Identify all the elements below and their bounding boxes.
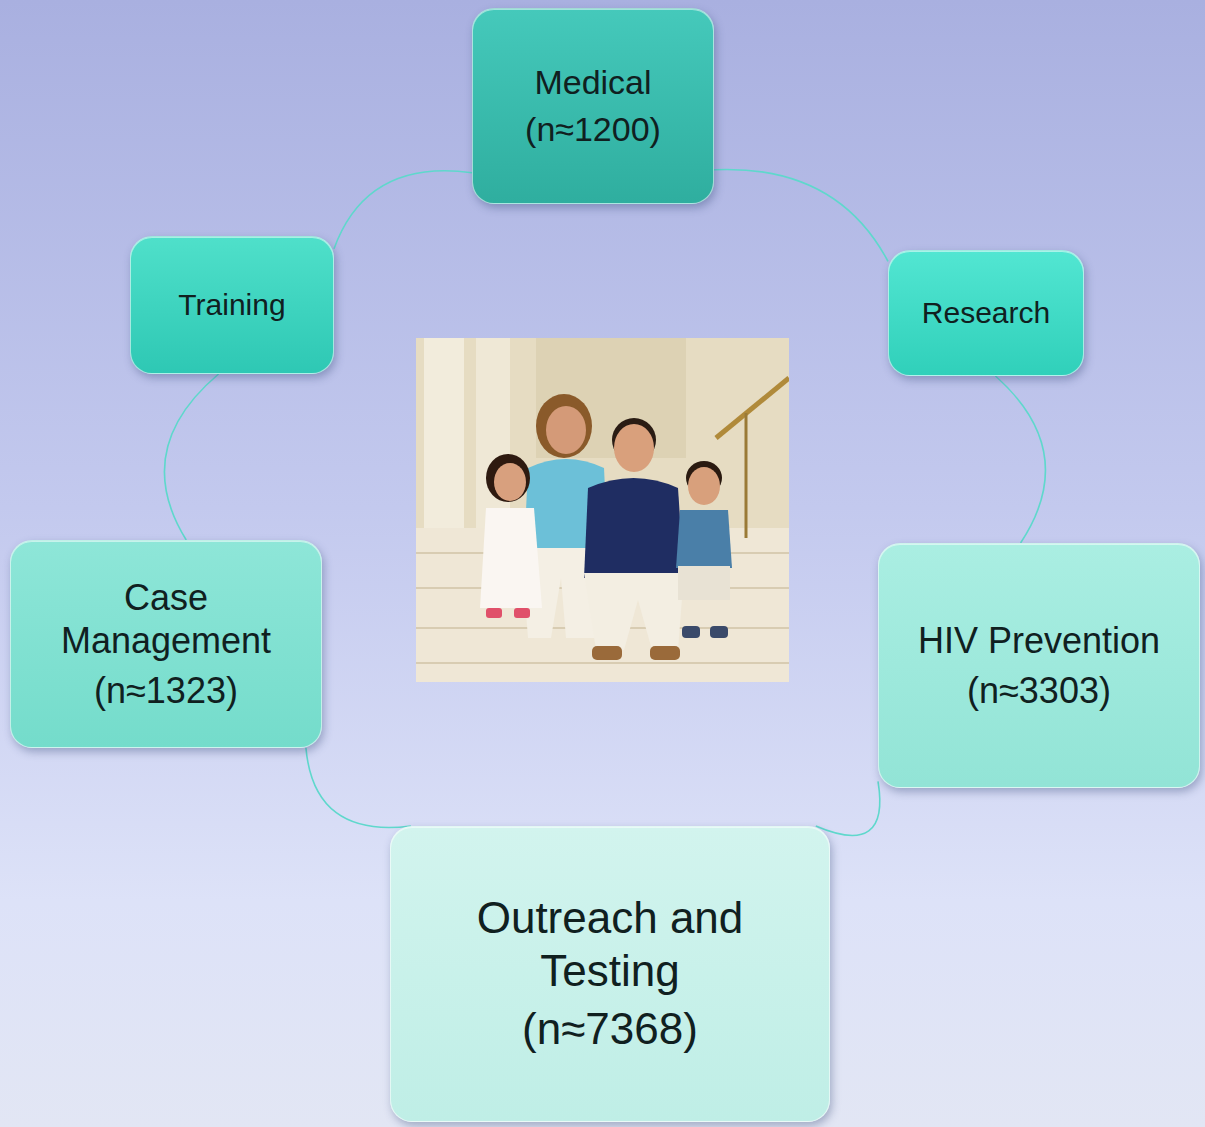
man-shoe (592, 646, 622, 660)
boy-head (688, 467, 720, 505)
cycle-connector (164, 374, 218, 540)
man-shoe (650, 646, 680, 660)
woman-hair (536, 394, 592, 458)
cycle-connector (995, 376, 1045, 543)
girl-shoe (514, 608, 530, 618)
cycle-connector (306, 748, 411, 828)
service-name: Medical (534, 62, 651, 103)
service-name: Outreach and Testing (407, 892, 813, 998)
cycle-connector (816, 781, 880, 835)
client-count: (n≈3303) (967, 669, 1111, 712)
client-count: (n≈7368) (522, 1003, 698, 1056)
cycle-connector (334, 171, 472, 249)
service-box: Research (888, 250, 1084, 376)
photo-column (424, 338, 464, 538)
boy-shirt (676, 510, 732, 568)
girl-hair (486, 454, 530, 502)
family-photo (416, 338, 789, 682)
girl-dress (480, 508, 542, 608)
service-box: Medical (n≈1200) (472, 8, 714, 204)
service-box: Training (130, 236, 334, 374)
man-sweater (584, 478, 684, 578)
girl-head (494, 463, 526, 501)
service-name: HIV Prevention (918, 619, 1160, 662)
man-head (614, 424, 654, 472)
boy-shorts (678, 566, 730, 600)
boy-shoe (682, 626, 700, 638)
client-count: (n≈1200) (525, 109, 661, 150)
boy-shoe (710, 626, 728, 638)
service-name: Training (178, 287, 285, 323)
photo-doorway (536, 338, 686, 458)
girl-shoe (486, 608, 502, 618)
man-pants (584, 573, 684, 650)
client-count: (n≈1323) (94, 669, 238, 712)
service-name: Case Management (27, 576, 305, 662)
service-box: Outreach and Testing(n≈7368) (390, 826, 830, 1122)
service-box: Case Management (n≈1323) (10, 540, 322, 748)
woman-head (546, 406, 586, 454)
service-box: HIV Prevention (n≈3303) (878, 543, 1200, 788)
cycle-connector (714, 169, 888, 261)
photo-wall (416, 338, 789, 682)
stair-edge (416, 662, 789, 664)
service-name: Research (922, 295, 1050, 331)
railing-post (745, 413, 748, 538)
stair-railing (716, 378, 789, 438)
